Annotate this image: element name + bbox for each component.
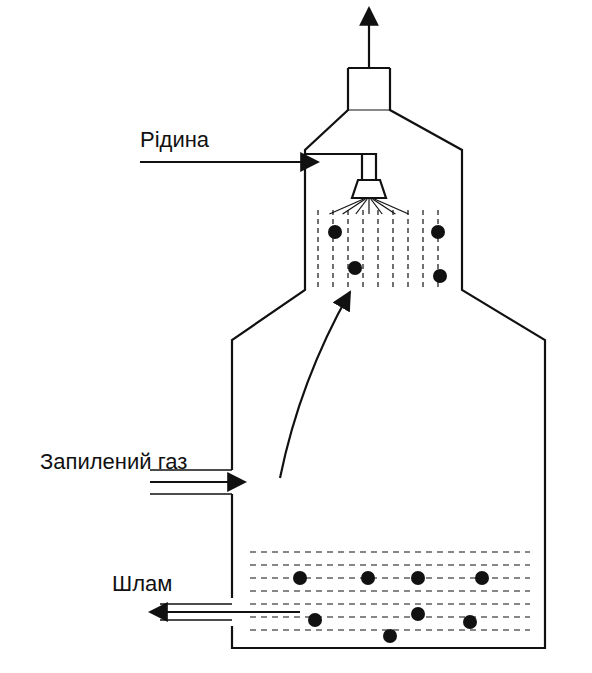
liquid-inlet-label: Рідина — [140, 128, 209, 152]
sludge-label: Шлам — [112, 572, 172, 596]
dusty-gas-label: Запилений газ — [40, 450, 187, 474]
